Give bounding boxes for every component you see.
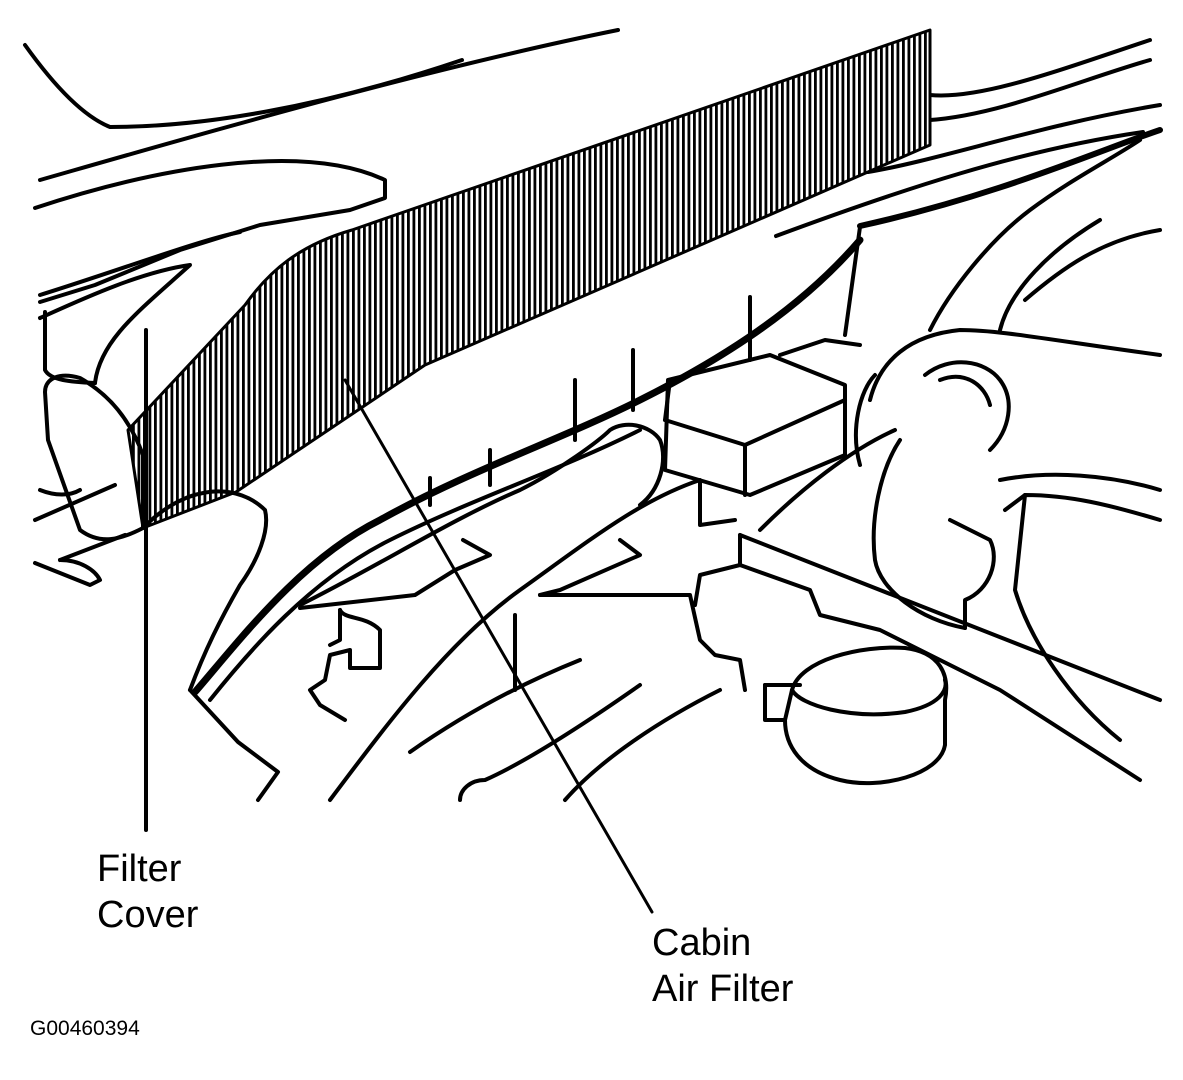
cabin-air-filter-label-line2: Air Filter <box>652 968 794 1010</box>
lower-components <box>298 422 1162 802</box>
cabin-air-filter <box>126 28 932 530</box>
filter-cover-label-line1: Filter <box>97 848 182 890</box>
filter-cover <box>33 263 192 587</box>
fuse-box <box>663 338 862 497</box>
filter-cover-label-line2: Cover <box>97 894 199 936</box>
oil-cap <box>763 645 949 785</box>
cabin-air-filter-leader <box>343 378 654 914</box>
figure-id: G00460394 <box>30 1017 140 1040</box>
cowl-lines <box>23 28 1163 304</box>
filter-cover-label: Filter Cover <box>97 846 198 938</box>
intake-hose <box>758 138 1162 742</box>
cabin-air-filter-label-line1: Cabin <box>652 922 752 964</box>
leader-lines <box>144 328 654 914</box>
cabin-air-filter-label: Cabin Air Filter <box>652 920 793 1012</box>
